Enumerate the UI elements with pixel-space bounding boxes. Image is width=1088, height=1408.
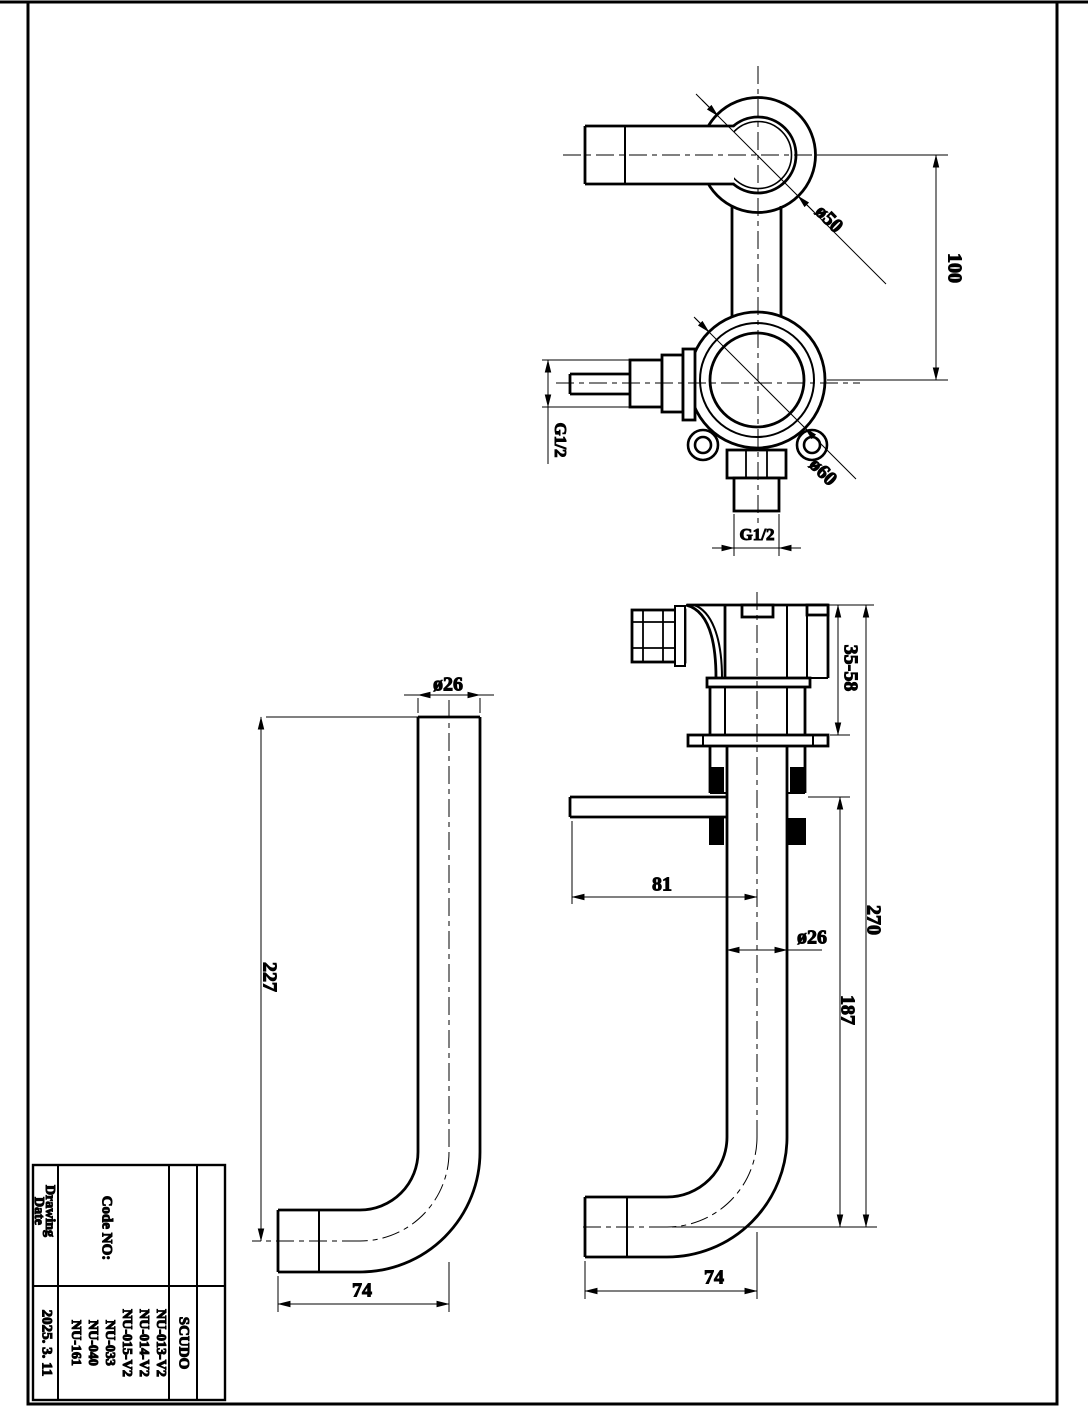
- title-block-label-drawing: Drawing: [42, 1185, 57, 1237]
- dim-dia50: [695, 93, 887, 285]
- dim-270: [672, 604, 877, 1228]
- bottom-flange-mid-circle: [699, 322, 815, 438]
- dim-label-dia26-left: ø26: [433, 674, 463, 696]
- dim-dia60: [693, 316, 857, 480]
- dim-74-side: [584, 1232, 758, 1299]
- title-block-date-value: 2025. 3. 11: [39, 1310, 55, 1377]
- connecting-tube: [730, 206, 783, 316]
- down-tube-side: [583, 746, 789, 1259]
- dim-label-dia26-side: ø26: [797, 927, 827, 949]
- dim-74-left: [277, 1262, 450, 1312]
- title-block-code-4: NU-040: [85, 1320, 100, 1366]
- left-view: ø26 227 74: [252, 673, 494, 1312]
- dim-label-100: 100: [943, 253, 965, 283]
- title-block-code-3: NU-033: [102, 1320, 117, 1366]
- dim-label-187: 187: [836, 995, 858, 1025]
- dim-label-g12-bottom: G1/2: [740, 525, 775, 544]
- dim-81: [571, 821, 758, 904]
- title-block-label-date: Date: [31, 1197, 46, 1225]
- dim-label-81: 81: [652, 874, 672, 896]
- wall-sleeve: [686, 676, 830, 845]
- dim-g12-side: [542, 359, 636, 464]
- side-centerlines: [578, 592, 758, 1228]
- dim-227: [257, 716, 418, 1242]
- bottom-flange-bore-circle: [708, 331, 806, 429]
- inlet-pipe-side: [568, 795, 727, 819]
- title-block-code-1: NU-014-V2: [136, 1309, 151, 1377]
- dim-label-74-left: 74: [352, 1280, 372, 1302]
- dim-label-227: 227: [258, 962, 280, 992]
- dim-g12-bottom: [712, 514, 801, 556]
- title-block-code-0: NU-013-V2: [153, 1309, 168, 1377]
- inlet-nut: [630, 605, 687, 667]
- title-block: Drawing Date Code NO: 2025. 3. 11 SCUDO …: [30, 1163, 227, 1402]
- dim-label-35-58: 35-58: [839, 645, 861, 692]
- title-block-code-5: NU-161: [68, 1320, 83, 1366]
- dim-label-74-side: 74: [704, 1267, 724, 1289]
- dim-label-g12-side: G1/2: [551, 423, 570, 458]
- spout-pipe-top: [583, 124, 734, 186]
- dim-label-dia50: ø50: [811, 201, 848, 238]
- title-block-code-2: NU-015-V2: [119, 1309, 134, 1377]
- dim-100: [817, 154, 948, 381]
- left-centerlines: [252, 700, 450, 1242]
- dim-dia26-left: [404, 691, 494, 713]
- bottom-fitting: [725, 448, 788, 513]
- title-block-brand: SCUDO: [176, 1317, 192, 1370]
- dim-187: [808, 796, 850, 1228]
- title-block-label-code-no: Code NO:: [99, 1196, 115, 1261]
- spout-tube-left: [276, 715, 482, 1274]
- dim-label-270: 270: [862, 905, 884, 935]
- front-view: ø50 100 G1/2 ø60 G1/2: [542, 66, 966, 556]
- side-view: 35-58 81 ø26 270 187 74: [568, 592, 885, 1299]
